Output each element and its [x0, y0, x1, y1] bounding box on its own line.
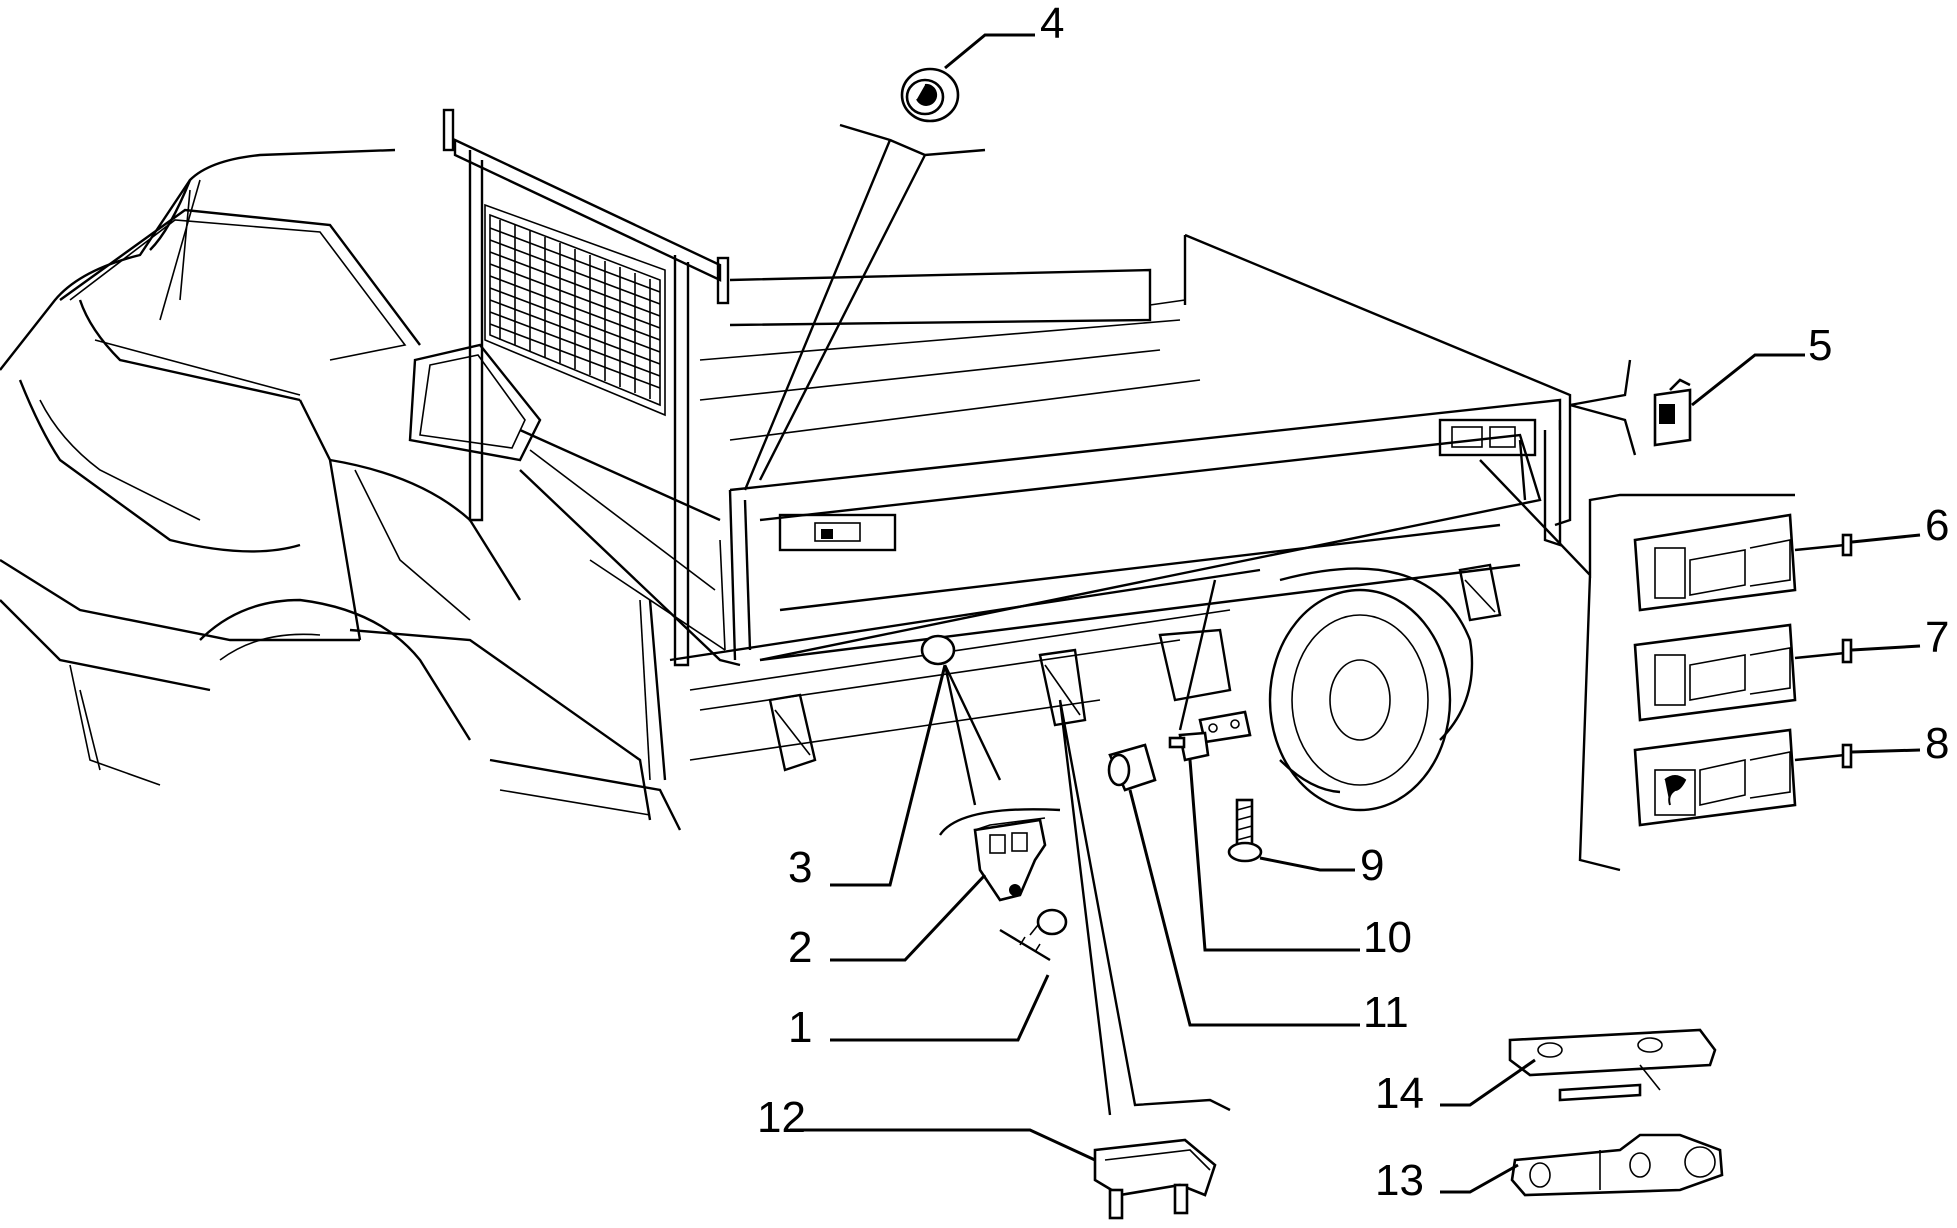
mesh-screen: [489, 220, 661, 399]
callout-7: 7: [1925, 613, 1949, 662]
leader-5: [1691, 353, 1805, 407]
stake-pocket-mid: [1038, 648, 1087, 727]
part-6-latch: [1633, 513, 1853, 612]
leader-7: [1851, 644, 1921, 652]
part-2-housing: [973, 817, 1047, 902]
leader-4: [944, 33, 1035, 70]
part-1-bulb: [999, 908, 1068, 962]
leader-3-bracket: [943, 664, 1002, 806]
callout-1: 1: [788, 1003, 812, 1052]
leader-6: [1851, 533, 1921, 544]
leader-12: [790, 1128, 1096, 1162]
leader-10-11-bracket: [1178, 579, 1217, 731]
callout-14: 14: [1375, 1069, 1424, 1118]
rear-wheel: [1268, 567, 1474, 812]
leader-13: [1440, 1163, 1519, 1194]
part-13-hinge: [1510, 1133, 1724, 1197]
leader-1: [830, 974, 1050, 1042]
part-5-bracket: [1653, 378, 1692, 447]
stake-pocket-rear: [1458, 563, 1502, 622]
part-10-bracket: [1168, 710, 1252, 762]
leader-6-8-bracket: [1479, 459, 1795, 872]
leader-9: [1259, 856, 1355, 872]
part-3-cap: [920, 634, 956, 666]
leader-2: [830, 873, 987, 962]
panel-latch-front: [778, 513, 897, 552]
part-2-arc: [939, 808, 1061, 836]
leader-4-bracket: [743, 123, 986, 491]
part-12-stake-pocket: [1093, 1138, 1217, 1220]
leader-3: [830, 664, 947, 887]
callout-9: 9: [1360, 841, 1384, 890]
leader-12-bracket: [1058, 699, 1231, 1116]
leader-5-bracket: [1569, 359, 1637, 456]
panel-latch-rear: [1438, 418, 1537, 457]
leader-14: [1440, 1058, 1536, 1107]
callout-13: 13: [1375, 1156, 1424, 1205]
part-9-bolt: [1227, 798, 1263, 863]
part-7-latch: [1633, 623, 1853, 722]
callout-6: 6: [1925, 501, 1949, 550]
cargo-bed: [519, 233, 1572, 772]
part-4-grommet: [900, 67, 960, 123]
callout-10: 10: [1363, 913, 1412, 962]
callout-12: 12: [757, 1093, 806, 1142]
leader-11: [1128, 789, 1360, 1027]
mudguard: [1158, 628, 1232, 702]
callout-3: 3: [788, 843, 812, 892]
ladder-rack: [442, 108, 730, 667]
part-8-latch: [1633, 728, 1853, 827]
callout-2: 2: [788, 923, 812, 972]
leader-10: [1188, 759, 1360, 952]
part-14-hinge-plate: [1508, 1028, 1717, 1102]
truck-cab: [0, 148, 682, 831]
stake-pocket-front: [768, 693, 817, 772]
callout-5: 5: [1808, 321, 1832, 370]
callout-8: 8: [1925, 719, 1949, 768]
part-11-bushing: [1107, 743, 1157, 792]
leader-8: [1851, 748, 1921, 754]
callout-11: 11: [1363, 988, 1409, 1037]
callout-4: 4: [1040, 0, 1064, 48]
